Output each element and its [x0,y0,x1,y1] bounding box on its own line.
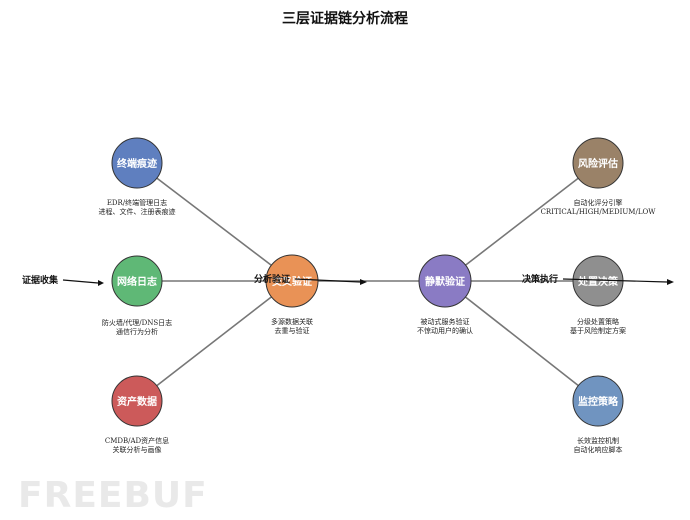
node-endpoint-label: 终端痕迹 [117,157,157,170]
node-monitor-desc-2: 自动化响应脚本 [574,445,623,454]
arrow-decision-head [667,279,674,285]
node-action-desc-2: 基于风险制定方案 [570,326,626,335]
edge-asset-cross [136,280,293,402]
node-asset-desc-2: 关联分析与画像 [113,445,162,454]
edge-endpoint-cross [136,162,293,282]
node-network-desc-1: 防火墙/代理/DNS日志 [102,318,172,327]
edge-silent-monitor [444,280,599,402]
node-silent: 静默验证 被动式服务验证 不惊动用户的确认 [417,254,473,335]
node-asset-desc-1: CMDB/AD资产信息 [105,436,169,445]
arrow-decision [562,278,668,283]
node-silent-circle [418,254,472,308]
node-action-label: 处置决策 [577,275,619,288]
node-action: 处置决策 分级处置策略 基于风险制定方案 [570,255,626,335]
stage-label-analysis: 分析验证 [254,273,290,285]
node-monitor-label: 监控策略 [578,395,619,408]
arrow-evidence-head [98,280,104,286]
edge-silent-risk [444,162,599,282]
stage-evidence: 证据收集 [22,274,104,286]
node-risk-label: 风险评估 [578,157,618,170]
node-asset: 资产数据 CMDB/AD资产信息 关联分析与画像 [105,375,169,454]
watermark: FREEBUF [18,475,208,516]
node-network-circle [111,255,163,307]
node-cross: 交叉验证 多源数据关联 去重与验证 [265,254,319,335]
node-asset-circle [111,375,163,427]
node-cross-label: 交叉验证 [272,275,312,288]
stage-analysis: 分析验证 [254,273,367,285]
node-risk-desc-2: CRITICAL/HIGH/MEDIUM/LOW [541,208,657,216]
node-endpoint: 终端痕迹 EDR/终端管理日志 进程、文件、注册表痕迹 [99,137,176,216]
arrow-analysis [294,278,361,283]
stage-label-evidence: 证据收集 [22,274,59,286]
node-silent-label: 静默验证 [425,275,465,288]
node-endpoint-circle [111,137,163,189]
node-action-desc-1: 分级处置策略 [577,317,619,326]
node-cross-desc-1: 多源数据关联 [271,317,313,326]
node-endpoint-desc-1: EDR/终端管理日志 [107,198,167,207]
node-monitor: 监控策略 长效监控机制 自动化响应脚本 [572,375,624,454]
node-risk: 风险评估 自动化评分引擎 CRITICAL/HIGH/MEDIUM/LOW [541,137,657,216]
stage-label-decision: 决策执行 [522,273,558,285]
page-title: 三层证据链分析流程 [282,10,408,27]
node-cross-desc-2: 去重与验证 [275,326,310,335]
node-network: 网络日志 防火墙/代理/DNS日志 通信行为分析 [102,255,172,336]
node-risk-desc-1: 自动化评分引擎 [574,198,623,207]
node-risk-circle [572,137,624,189]
arrow-evidence [62,279,99,284]
node-asset-label: 资产数据 [117,395,157,408]
node-silent-desc-2: 不惊动用户的确认 [417,326,473,335]
node-cross-circle [265,254,319,308]
stage-decision: 决策执行 [522,273,674,285]
node-monitor-desc-1: 长效监控机制 [577,436,619,445]
node-silent-desc-1: 被动式服务验证 [421,317,470,326]
node-network-label: 网络日志 [117,275,157,288]
node-network-desc-2: 通信行为分析 [116,327,158,336]
node-endpoint-desc-2: 进程、文件、注册表痕迹 [99,207,176,216]
arrow-analysis-head [360,279,367,285]
node-monitor-circle [572,375,624,427]
